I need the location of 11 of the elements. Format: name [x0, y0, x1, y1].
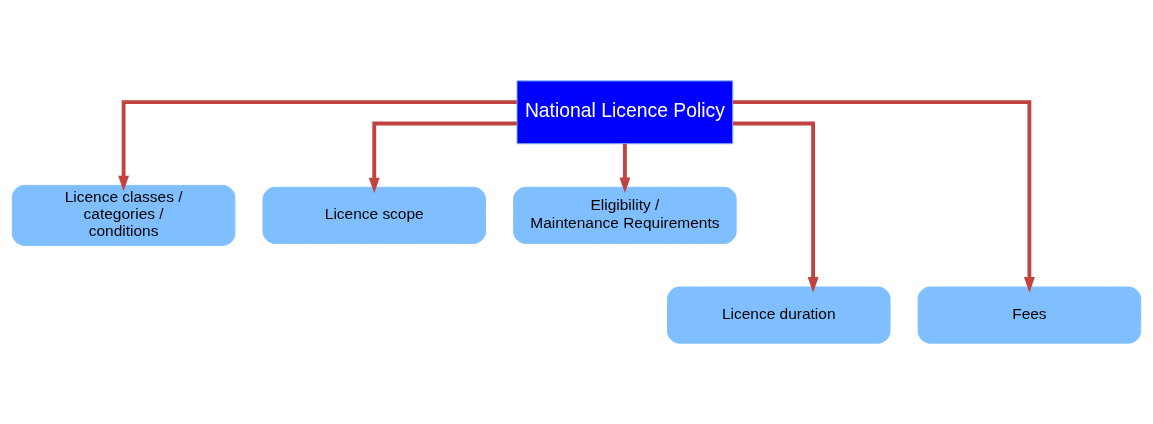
node-box: Fees	[917, 286, 1142, 344]
arrow	[368, 121, 517, 194]
arrow	[118, 100, 517, 192]
node-box: Licence classes / categories / conditions	[11, 184, 236, 246]
arrow	[733, 100, 1035, 293]
arrow	[733, 121, 819, 293]
node-box: National Licence Policy	[516, 80, 734, 145]
node-box: Licence scope	[262, 186, 486, 244]
node-box: Licence duration	[667, 286, 891, 344]
arrow	[619, 143, 631, 194]
node-box: Eligibility / Maintenance Requirements	[513, 186, 737, 244]
